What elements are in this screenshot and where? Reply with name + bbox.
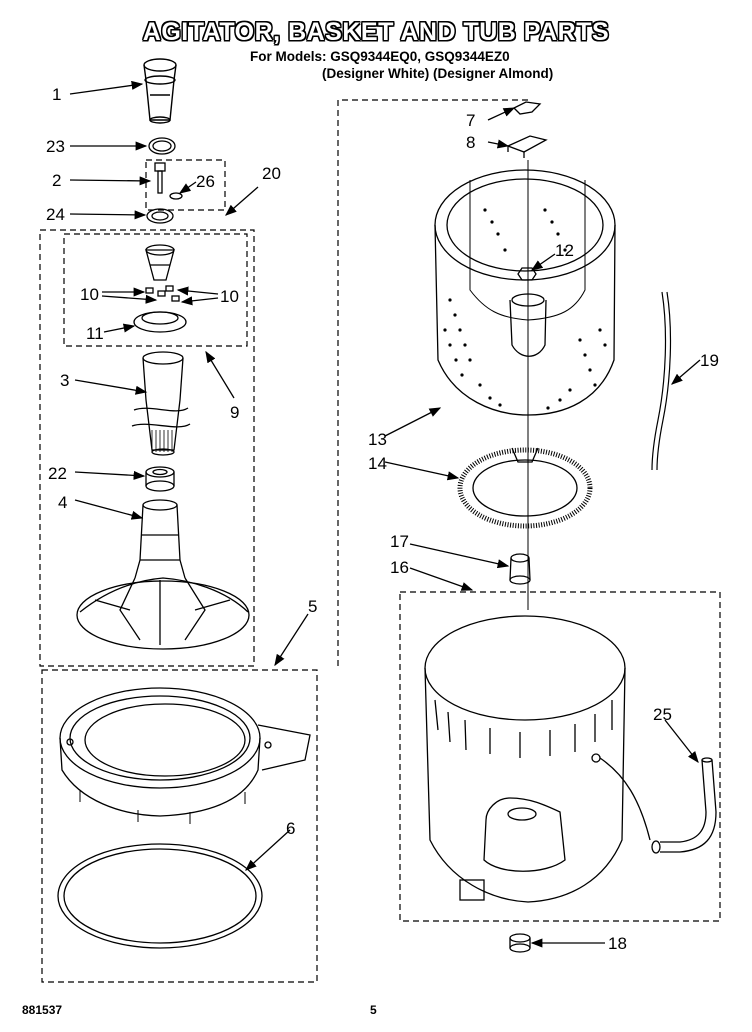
box-outer-tub-16 — [399, 591, 721, 922]
callout-22: 22 — [48, 464, 67, 483]
callout-23: 23 — [46, 137, 65, 156]
part-nut-18 — [509, 933, 531, 953]
part-softener-dispenser — [143, 58, 177, 124]
part-outer-tub-16 — [424, 615, 626, 903]
callout-20: 20 — [262, 164, 281, 183]
part-drive-14 — [457, 447, 593, 529]
callout-18: 18 — [608, 934, 627, 953]
part-basket-13 — [434, 160, 616, 610]
part-seal-23 — [148, 137, 176, 155]
box-cam-kit-9 — [63, 233, 248, 347]
part-cam-top — [145, 244, 175, 281]
callout-6: 6 — [286, 819, 296, 838]
group-boxes — [39, 99, 721, 983]
part-washer-26 — [169, 192, 183, 200]
part-ring-24 — [146, 208, 174, 224]
callout-13: 13 — [368, 430, 387, 449]
basket-perforations — [443, 208, 607, 410]
diagram-title: AGITATOR, BASKET AND TUB PARTS — [142, 18, 610, 46]
callout-25: 25 — [653, 705, 672, 724]
part-hose-19 — [651, 291, 672, 471]
callout-14: 14 — [368, 454, 387, 473]
callout-10-right: 10 — [220, 287, 239, 306]
document-number: 881537 — [22, 1003, 63, 1017]
divider-line — [337, 99, 528, 668]
callout-9: 9 — [230, 403, 240, 422]
callout-12: 12 — [555, 241, 574, 260]
part-cam-11 — [133, 311, 187, 333]
callout-10-left: 10 — [80, 285, 99, 304]
callout-5: 5 — [308, 597, 318, 616]
color-variants: (Designer White) (Designer Almond) — [322, 66, 554, 81]
callout-26: 26 — [196, 172, 215, 191]
callout-4: 4 — [58, 493, 68, 512]
callout-24: 24 — [46, 205, 65, 224]
part-tub-ring-5 — [59, 687, 311, 824]
callout-19: 19 — [700, 351, 719, 370]
part-agitator-barrel-3 — [131, 351, 191, 456]
part-tub-gasket-6 — [57, 843, 263, 949]
callout-3: 3 — [60, 371, 70, 390]
part-dogs-10 — [145, 285, 180, 302]
callout-2: 2 — [52, 171, 62, 190]
leader-lines — [69, 80, 701, 948]
part-drain-hose-25 — [599, 757, 717, 854]
box-tub-ring-5 — [41, 669, 318, 983]
model-numbers: For Models: GSQ9344EQ0, GSQ9344EZ0 — [250, 49, 510, 64]
part-cap-7 — [512, 101, 542, 115]
callout-16: 16 — [390, 558, 409, 577]
callout-1: 1 — [52, 85, 62, 104]
callout-17: 17 — [390, 532, 409, 551]
part-coupling-17 — [509, 553, 531, 585]
part-agitator-base-4 — [76, 499, 250, 650]
callout-7: 7 — [466, 111, 476, 130]
part-clutch-22 — [145, 466, 175, 492]
callout-11: 11 — [86, 324, 104, 343]
part-bracket-8 — [506, 135, 548, 158]
page-number: 5 — [370, 1003, 377, 1017]
box-agitator-assembly-20 — [39, 229, 255, 667]
part-bolt-2 — [154, 162, 166, 194]
callout-8: 8 — [466, 133, 476, 152]
